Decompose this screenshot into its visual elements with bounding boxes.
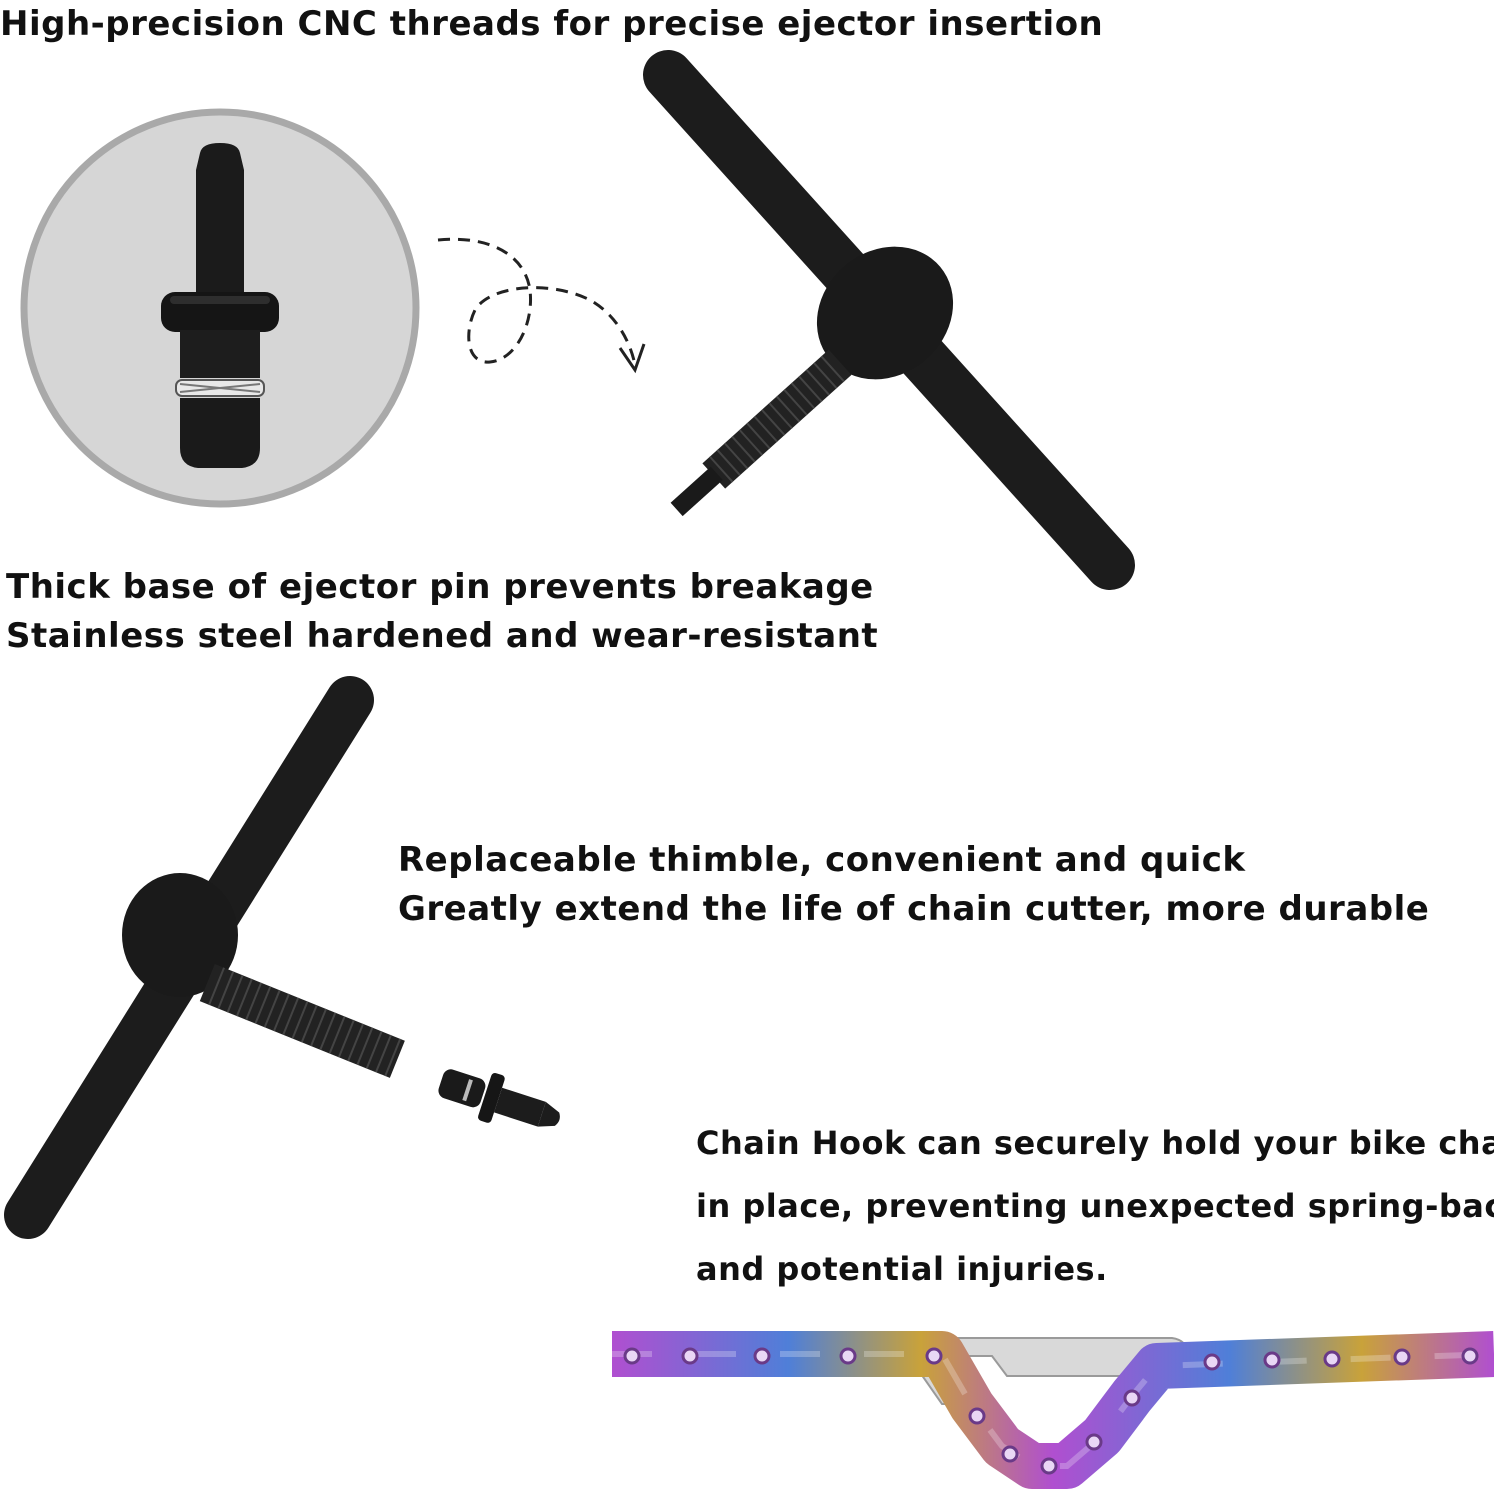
ejector-pin-zoom-circle <box>20 108 420 508</box>
caption-thick-base-line1: Thick base of ejector pin prevents break… <box>6 567 874 607</box>
caption-replaceable-thimble: Replaceable thimble, convenient and quic… <box>398 836 1429 934</box>
caption-thick-base: Thick base of ejector pin prevents break… <box>6 563 878 661</box>
t-handle-chain-tool-top <box>643 50 1135 590</box>
ejector-pin-icon <box>161 143 279 468</box>
t-handle-chain-tool-icon <box>643 50 1135 590</box>
caption-thimble-line2: Greatly extend the life of chain cutter,… <box>398 889 1430 929</box>
caption-thimble-line1: Replaceable thimble, convenient and quic… <box>398 840 1246 880</box>
caption-cnc-threads: High-precision CNC threads for precise e… <box>0 4 1104 44</box>
dashed-loop-arrow-icon <box>437 237 646 374</box>
caption-hook-line3: and potential injuries. <box>696 1250 1108 1288</box>
caption-chain-hook: Chain Hook can securely hold your bike c… <box>696 1112 1494 1301</box>
caption-thick-base-line2: Stainless steel hardened and wear-resist… <box>6 616 879 656</box>
chain-with-hook <box>612 1331 1494 1489</box>
ejector-pin-icon <box>438 1069 560 1127</box>
bike-chain-icon <box>612 1331 1494 1489</box>
t-handle-chain-tool-icon <box>4 676 405 1239</box>
caption-hook-line1: Chain Hook can securely hold your bike c… <box>696 1124 1494 1162</box>
t-handle-chain-tool-bottom <box>4 676 405 1239</box>
caption-hook-line2: in place, preventing unexpected spring-b… <box>696 1187 1494 1225</box>
loose-ejector-pin <box>438 1069 560 1127</box>
